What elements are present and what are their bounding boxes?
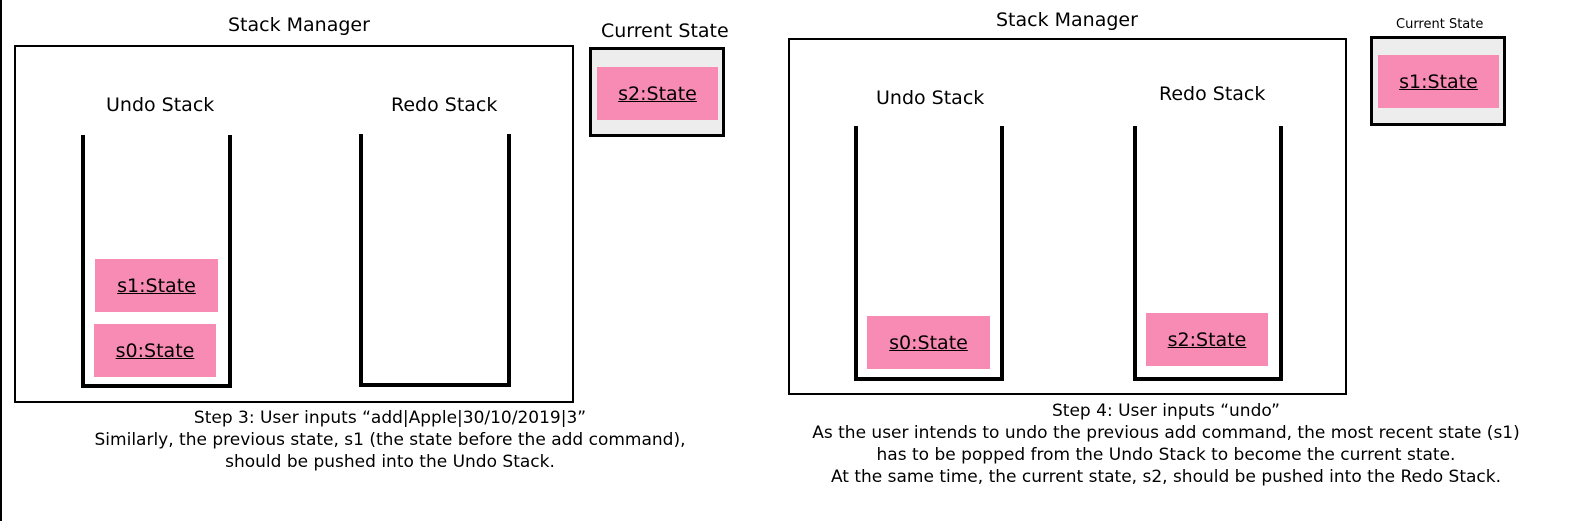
current-state-item: s2:State (597, 67, 718, 120)
left-edge-line (0, 0, 2, 521)
current-state-title: Current State (1396, 17, 1484, 32)
caption-line: Similarly, the previous state, s1 (the s… (94, 430, 686, 450)
undo-stack (854, 126, 1004, 381)
undo-stack-item-s0: s0:State (867, 316, 990, 369)
caption-line: should be pushed into the Undo Stack. (225, 452, 555, 472)
redo-stack (359, 134, 511, 387)
undo-stack-title: Undo Stack (106, 94, 215, 116)
current-state-title: Current State (601, 20, 729, 42)
caption-line: At the same time, the current state, s2,… (830, 467, 1502, 487)
stack-manager-title: Stack Manager (996, 9, 1138, 31)
redo-stack (1133, 126, 1283, 381)
stack-manager-title: Stack Manager (228, 14, 370, 36)
caption-line: Step 4: User inputs “undo” (1052, 401, 1280, 421)
caption-line: As the user intends to undo the previous… (812, 423, 1520, 443)
step-3-caption: Step 3: User inputs “add|Apple|30/10/201… (14, 407, 766, 473)
stack-manager-box (14, 45, 574, 403)
redo-stack-title: Redo Stack (391, 94, 498, 116)
undo-stack-item-s0: s0:State (94, 324, 216, 377)
undo-stack (81, 135, 232, 388)
undo-stack-item-s1: s1:State (95, 259, 218, 312)
step-4-caption: Step 4: User inputs “undo” As the user i… (776, 400, 1556, 488)
caption-line: has to be popped from the Undo Stack to … (876, 445, 1456, 465)
stack-manager-box (788, 38, 1347, 395)
undo-stack-title: Undo Stack (876, 87, 985, 109)
current-state-item: s1:State (1378, 55, 1499, 108)
redo-stack-item-s2: s2:State (1146, 313, 1268, 366)
caption-line: Step 3: User inputs “add|Apple|30/10/201… (193, 408, 587, 428)
redo-stack-title: Redo Stack (1159, 83, 1266, 105)
